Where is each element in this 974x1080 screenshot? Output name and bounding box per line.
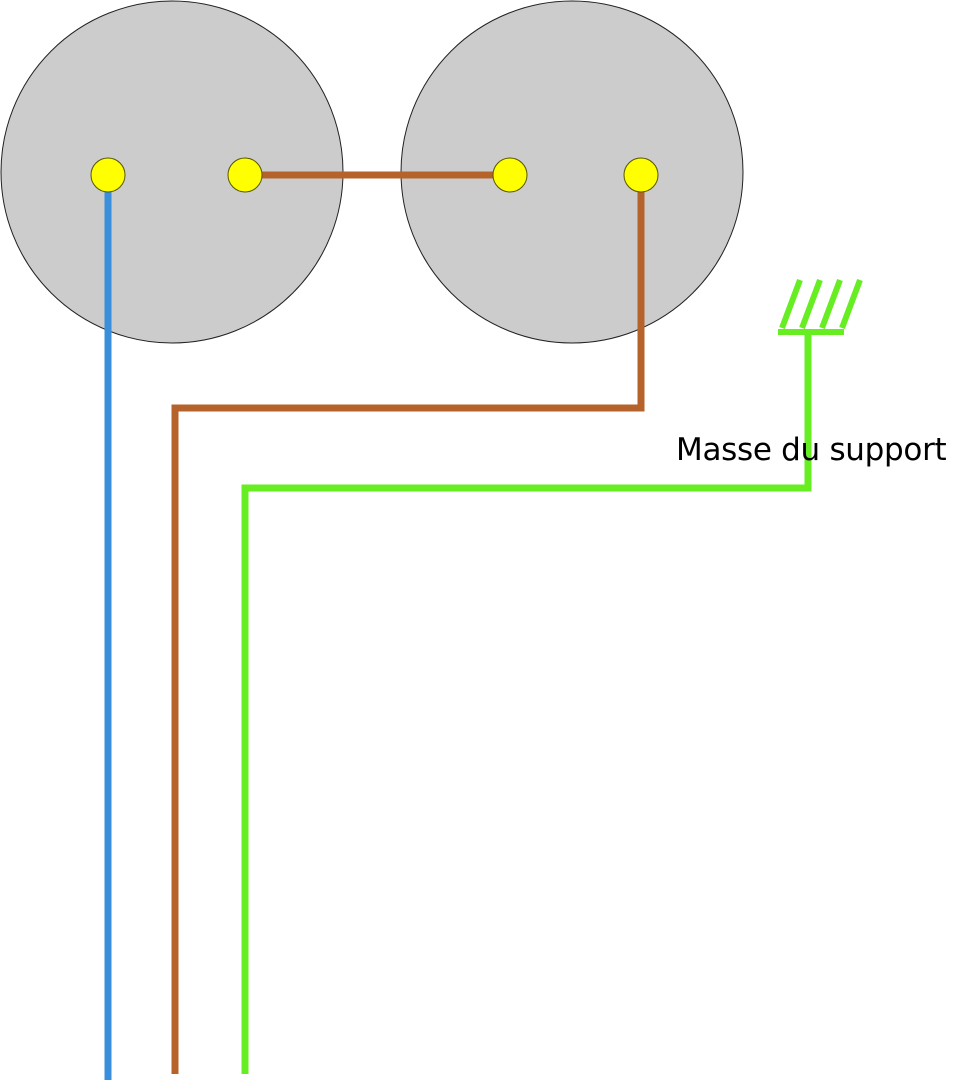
right-disc-terminal-2 bbox=[623, 157, 659, 193]
right-disc-terminal-1 bbox=[492, 157, 528, 193]
ground-wire bbox=[241, 332, 812, 1074]
ground-symbol-icon bbox=[778, 278, 863, 335]
ground-label: Masse du support bbox=[676, 432, 947, 468]
phase-wire bbox=[171, 190, 645, 1074]
left-disc-terminal-1 bbox=[90, 157, 126, 193]
left-disc-terminal-2 bbox=[227, 157, 263, 193]
